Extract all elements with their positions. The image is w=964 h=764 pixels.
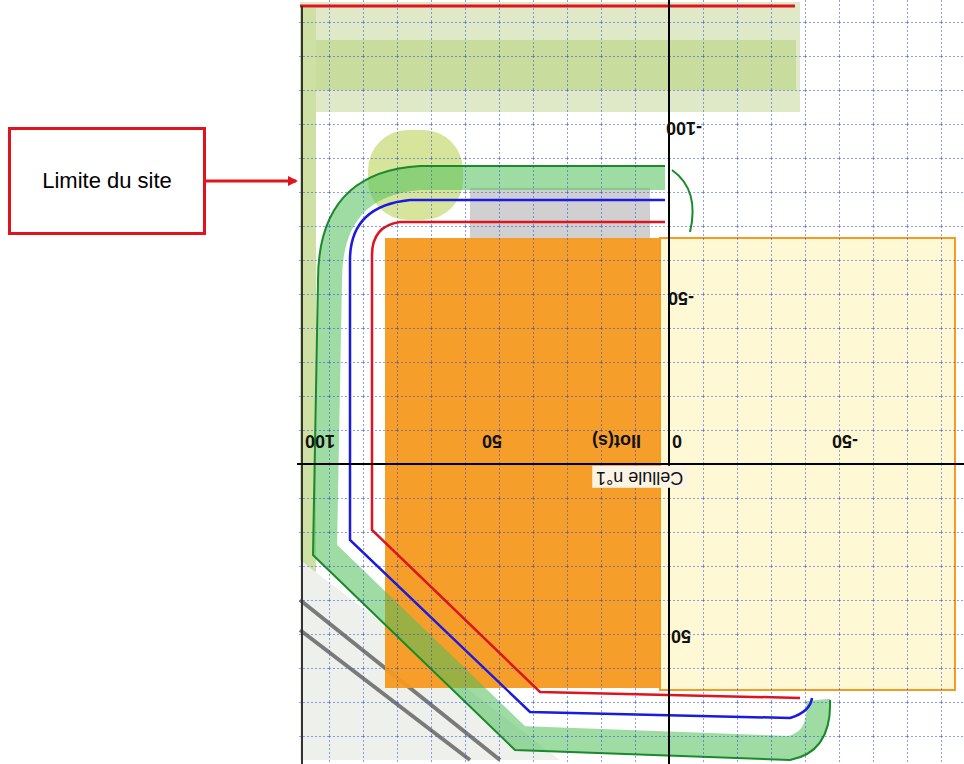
callout-text: Limite du site — [42, 164, 172, 198]
leader-arrow — [206, 180, 296, 183]
axis-value: -100 — [666, 117, 702, 137]
axis-value: -50 — [832, 430, 858, 450]
zone-name: Ilot(s) — [592, 430, 641, 450]
axis-value: 50 — [482, 430, 502, 450]
x-axis — [297, 463, 964, 465]
axis-value: 50 — [671, 625, 691, 645]
axis-value: 0 — [672, 430, 682, 450]
axis-value: -50 — [668, 287, 694, 307]
axis-value: 100 — [305, 430, 335, 450]
y-axis — [668, 0, 670, 764]
grid — [297, 0, 964, 764]
callout-box: Limite du site — [8, 127, 206, 235]
cell-name: Cellule n°1 — [592, 466, 687, 488]
